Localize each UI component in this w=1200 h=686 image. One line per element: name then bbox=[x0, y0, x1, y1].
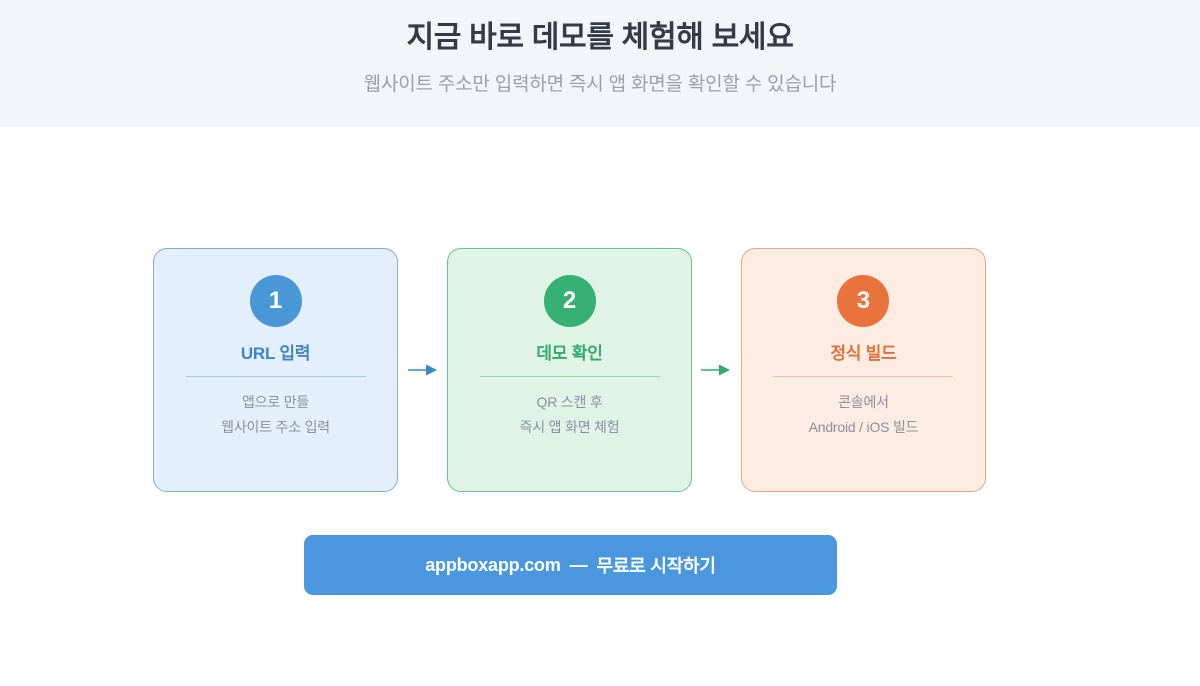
step-description-1: 앱으로 만들 웹사이트 주소 입력 bbox=[221, 390, 330, 439]
step-number-3: 3 bbox=[856, 287, 871, 314]
step-description-line-1: QR 스캔 후 bbox=[536, 394, 603, 410]
step-description-line-2: 즉시 앱 화면 체험 bbox=[519, 418, 620, 435]
step-title-3: 정식 빌드 bbox=[830, 344, 897, 363]
step-description-3: 콘솔에서 Android / iOS 빌드 bbox=[809, 390, 919, 439]
step-description-line-2: Android / iOS 빌드 bbox=[808, 418, 919, 435]
arrow-right-icon bbox=[701, 364, 731, 376]
step-number-badge-3: 3 bbox=[837, 275, 890, 327]
step-number-1: 1 bbox=[268, 287, 283, 314]
step-number-2: 2 bbox=[562, 287, 577, 314]
page-subtitle: 웹사이트 주소만 입력하면 즉시 앱 화면을 확인할 수 있습니다 bbox=[363, 73, 837, 95]
page-title: 지금 바로 데모를 체험해 보세요 bbox=[406, 21, 794, 54]
step-card-1[interactable]: 1 URL 입력 앱으로 만들 웹사이트 주소 입력 bbox=[153, 248, 399, 492]
cta-domain-label: appboxapp.com bbox=[425, 554, 561, 575]
step-description-line-2: 웹사이트 주소 입력 bbox=[221, 418, 330, 435]
cta-start-free-button[interactable]: appboxapp.com — 무료로 시작하기 bbox=[304, 535, 837, 595]
cta-separator: — bbox=[569, 554, 588, 575]
step-card-3[interactable]: 3 정식 빌드 콘솔에서 Android / iOS 빌드 bbox=[740, 248, 987, 492]
step-divider-3 bbox=[773, 376, 954, 377]
step-description-line-1: 콘솔에서 bbox=[838, 394, 889, 410]
cta-action-label: 무료로 시작하기 bbox=[596, 556, 716, 576]
step-title-2: 데모 확인 bbox=[536, 344, 603, 363]
step-connector-1 bbox=[398, 248, 447, 492]
step-title-1: URL 입력 bbox=[240, 344, 311, 363]
step-divider-1 bbox=[185, 376, 366, 377]
step-divider-2 bbox=[479, 376, 660, 377]
step-connector-2 bbox=[692, 248, 741, 492]
step-number-badge-2: 2 bbox=[543, 275, 596, 327]
step-card-2[interactable]: 2 데모 확인 QR 스캔 후 즉시 앱 화면 체험 bbox=[446, 248, 693, 492]
arrow-right-icon bbox=[407, 364, 437, 376]
page-header: 지금 바로 데모를 체험해 보세요 웹사이트 주소만 입력하면 즉시 앱 화면을… bbox=[0, 0, 1200, 127]
steps-flow: 1 URL 입력 앱으로 만들 웹사이트 주소 입력 2 데모 확인 QR 스캔… bbox=[153, 248, 987, 492]
step-description-2: QR 스캔 후 즉시 앱 화면 체험 bbox=[520, 390, 620, 439]
step-description-line-1: 앱으로 만들 bbox=[242, 394, 310, 410]
step-number-badge-1: 1 bbox=[249, 275, 302, 327]
